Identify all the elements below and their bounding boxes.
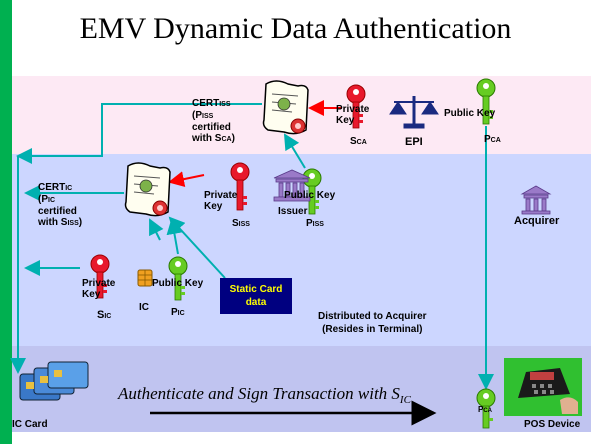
ic-card-stack-icon xyxy=(19,361,89,401)
private-key-ca-icon xyxy=(346,84,366,129)
cert-iss-label: CERTISS (PISS certified with SCA) xyxy=(192,98,235,144)
pos-device-icon xyxy=(504,358,582,416)
public-key-ic-symbol: PIC xyxy=(171,307,185,318)
acquirer-bank-icon xyxy=(520,185,552,215)
public-key-ic-label: Public Key xyxy=(152,278,204,289)
chip-icon xyxy=(137,269,153,287)
private-key-ic-icon xyxy=(90,254,110,299)
public-key-ca-icon xyxy=(476,78,496,125)
public-key-terminal-icon xyxy=(476,388,496,429)
signing-arrows xyxy=(168,100,342,188)
public-key-ca-label: Public Key xyxy=(444,108,496,119)
epi-label: EPI xyxy=(405,136,423,148)
scales-icon xyxy=(389,96,439,129)
ic-label: IC xyxy=(139,302,149,313)
public-key-ic-icon xyxy=(168,256,188,301)
private-key-ic-symbol: SIC xyxy=(97,309,112,321)
cert-iss-scroll-icon xyxy=(262,80,309,135)
cert-ic-label: CERTIC (PIC certified with SISS) xyxy=(38,182,83,228)
public-key-ca-symbol: PCA xyxy=(484,134,501,145)
terminal-band xyxy=(12,346,591,432)
private-key-iss-symbol: SISS xyxy=(232,218,250,229)
pos-device-label: POS Device xyxy=(524,419,581,430)
public-key-iss-symbol: PISS xyxy=(306,218,324,229)
terminal-pca-symbol: PCA xyxy=(478,405,493,414)
private-key-iss-icon xyxy=(230,162,250,211)
issuer-label: Issuer xyxy=(278,206,308,217)
left-accent-bar xyxy=(0,0,12,444)
acquirer-label: Acquirer xyxy=(514,215,560,227)
cert-ic-scroll-icon xyxy=(124,162,171,217)
connector-lines xyxy=(10,103,494,390)
slide-title: EMV Dynamic Data Authentication xyxy=(79,12,512,45)
issuer-bank-icon xyxy=(273,169,311,202)
private-key-ca-symbol: SCA xyxy=(350,136,367,147)
authenticate-caption: Authenticate and Sign Transaction with S… xyxy=(118,384,411,406)
distributed-note: Distributed to Acquirer(Resides in Termi… xyxy=(318,311,427,335)
public-key-iss-label: Public Key xyxy=(284,190,336,201)
ic-card-label: IC Card xyxy=(12,419,48,430)
